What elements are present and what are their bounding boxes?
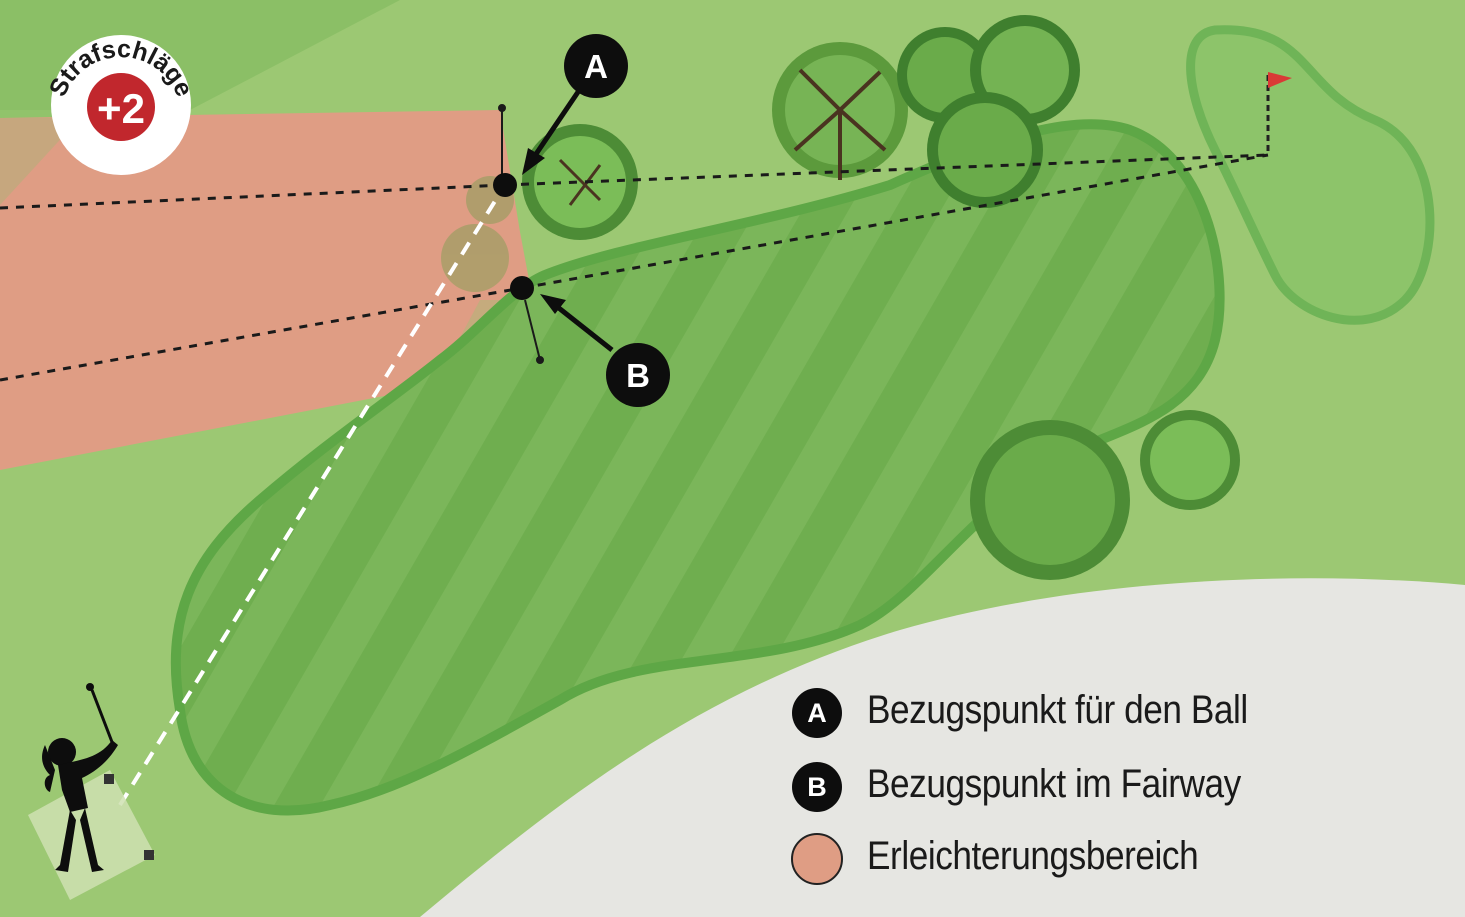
marker-a-letter: A [584, 48, 608, 85]
legend-swatch-relief [791, 833, 843, 885]
gray-path-area [420, 578, 1465, 917]
legend-label-a: Bezugspunkt für den Ball [867, 688, 1248, 732]
golfer-silhouette-icon [42, 683, 118, 872]
tee-marker-right [104, 774, 114, 784]
relief-area-left-tint [0, 118, 80, 205]
tee-marker-left [144, 850, 154, 860]
reference-point-b [510, 276, 534, 300]
tree-cluster-right [970, 410, 1240, 580]
legend-badge-b: B [792, 762, 842, 812]
marker-b-badge: B [606, 343, 670, 407]
marker-a-badge: A [564, 34, 628, 98]
marker-b-letter: B [626, 357, 650, 394]
putting-green [1186, 25, 1435, 325]
legend-label-relief: Erleichterungsbereich [867, 834, 1199, 878]
tree-near-marker-a [522, 124, 638, 240]
reference-lines [0, 153, 1269, 382]
tree-cluster-top [772, 15, 1080, 208]
legend-badge-a: A [792, 688, 842, 738]
legend-label-b: Bezugspunkt im Fairway [867, 762, 1241, 806]
ball-flight-line [118, 183, 507, 807]
penalty-badge: Strafschläge +2 [44, 35, 198, 175]
penalty-value: +2 [97, 85, 145, 132]
reference-point-a [493, 173, 517, 197]
relief-boundary-poles [498, 104, 544, 364]
fairway [170, 119, 1225, 816]
flag-pin [1266, 72, 1292, 155]
marker-arrows [522, 90, 614, 352]
